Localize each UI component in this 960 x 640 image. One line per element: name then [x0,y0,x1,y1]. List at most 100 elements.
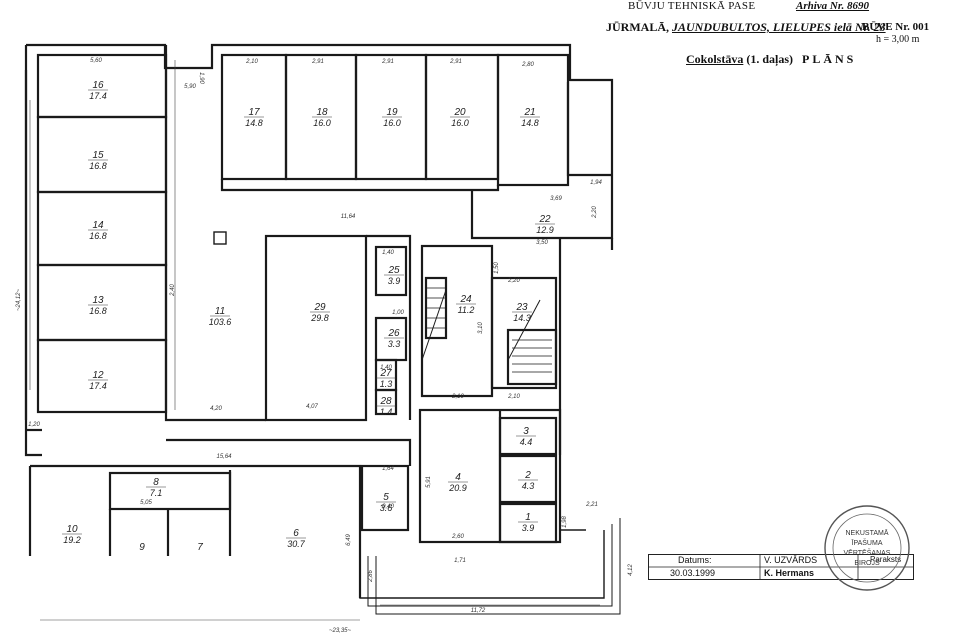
stamp-name: K. Hermans [764,568,815,578]
building-number: BŪVE Nr. 001 [862,21,930,33]
dimension-d39: 1,50 [494,262,500,274]
room-number: 2 [524,470,531,481]
dimension-d21: 1,71 [454,558,466,564]
room-area: 3.9 [388,276,401,286]
dimension-d03: 2,10 [245,59,258,65]
name-label: V. UZVĀRDS [764,555,818,565]
dimension-d33: 4,12 [628,564,634,576]
seal-line2: ĪPAŠUMA [852,538,883,547]
room-number: 16 [92,80,104,91]
floor-title: Cokolstāva (1. daļas) PLĀNS [686,52,856,67]
seal-line3: VĒRTĒŠANAS [844,548,891,557]
room-area: 3.3 [388,339,401,349]
room-27: 271.3 [376,368,396,389]
room-area: 1.4 [380,407,393,417]
room-number: 10 [66,524,78,535]
plan-word: PLĀNS [802,52,857,66]
dimension-d26: 5,91 [426,476,432,488]
room-area: 16.0 [383,118,401,128]
room-area: 12.9 [536,225,554,235]
dimension-d07: 2,80 [521,62,534,68]
dimension-d28: 5,05 [140,500,152,506]
dimension-d30: 3,50 [536,240,548,246]
dimension-d32: 3,10 [478,322,484,334]
dimension-d02: 5,90 [184,84,196,90]
room-area: 7.1 [150,488,163,498]
room-number: 6 [293,528,299,539]
room-area: 11.2 [458,305,475,315]
room-area: 16.0 [451,118,469,128]
dimension-lines [29,60,600,621]
room-number: 11 [215,306,225,317]
room-number: 1 [525,512,531,523]
dimension-d15: 2,10 [451,394,464,400]
dimension-d19: 2,20 [592,206,598,219]
official-seal: NEKUSTAMĀ ĪPAŠUMA VĒRTĒŠANAS BIROJS [824,505,910,591]
room-area: 16.8 [89,161,107,171]
stamp-table-frame [648,554,914,580]
dimension-d29: 1,20 [28,422,40,428]
street-address: JAUNDUBULTOS, LIELUPES ielā Nr. 23 [672,20,886,34]
room-area: 4.4 [520,437,533,447]
room-area: 29.8 [310,313,329,323]
dimension-d24: 1,98 [562,516,568,528]
room-area: 3.9 [522,523,535,533]
room-5: 53.6 [376,492,396,513]
room-8: 87.1 [146,477,166,498]
room-area: 14.8 [245,118,263,128]
room-area: 17.4 [89,91,107,101]
plan-walls [24,43,621,615]
dimension-d09: 11,64 [341,214,356,220]
room-number: 9 [139,542,145,553]
room-number: 17 [248,107,260,118]
room-4: 420.9 [448,472,468,493]
room-number: 15 [92,150,104,161]
room-number: 22 [538,214,551,225]
dimension-d23: 11,72 [471,608,486,614]
seal-line4: BIROJS [854,560,880,567]
room-7: 7 [197,542,203,553]
room-area: 20.9 [448,483,467,493]
room-area: 16.0 [313,118,331,128]
room-number: 25 [387,265,400,276]
room-area: 14.3 [513,313,531,323]
archive-number: Arhiva Nr. 8690 [796,0,870,12]
room-number: 7 [197,542,203,553]
address-line: JŪRMALĀ, JAUNDUBULTOS, LIELUPES ielā Nr.… [606,20,886,35]
room-area: 16.8 [89,231,107,241]
room-number: 20 [453,107,466,118]
seal-line1: NEKUSTAMĀ [845,529,888,537]
dimension-d37: 1,40 [380,365,392,371]
city: JŪRMALĀ, [606,20,669,34]
dimension-d14: 1,00 [392,310,404,316]
dimension-d38: 2,40 [170,284,176,297]
room-area: 30.7 [287,539,306,549]
room-area: 17.4 [89,381,107,391]
room-area: 16.8 [89,306,107,316]
dimension-d27: 1,64 [382,466,394,472]
room-labels: 1617.41516.81416.81316.81217.411103.6171… [62,80,555,553]
room-number: 29 [313,302,326,313]
paraksts-label: Paraksts [870,555,902,564]
dimension-d05: 2,91 [381,59,394,65]
dimension-d25: 2,21 [585,502,598,508]
room-area: 103.6 [209,317,232,327]
dimension-d01: 5,60 [90,58,102,64]
dimension-d16: 2,10 [507,394,520,400]
ceiling-height: h = 3,00 m [876,34,920,45]
